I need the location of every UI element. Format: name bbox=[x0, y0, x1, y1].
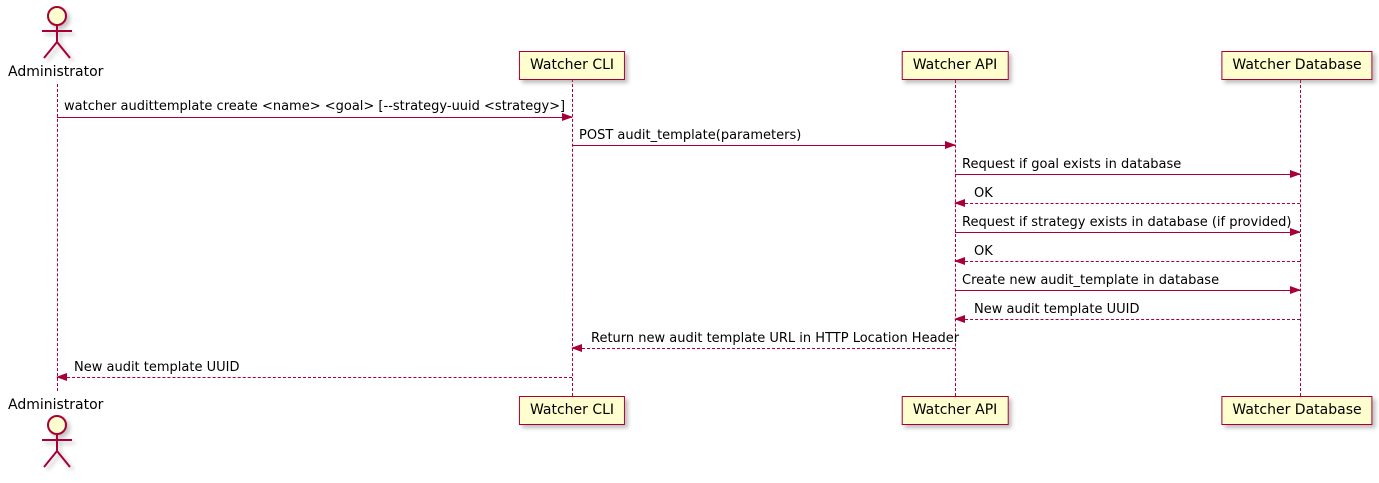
message-label: Return new audit template URL in HTTP Lo… bbox=[591, 331, 960, 346]
message-return-arrow bbox=[571, 344, 955, 352]
arrowhead-right-icon bbox=[1290, 170, 1301, 178]
lifeline-watcher-api bbox=[955, 80, 956, 396]
lifeline-watcher-database bbox=[1300, 80, 1301, 396]
actor-icon bbox=[42, 415, 72, 468]
arrowhead-right-icon bbox=[1290, 286, 1301, 294]
message-label: Request if strategy exists in database (… bbox=[962, 215, 1292, 230]
message-label: POST audit_template(parameters) bbox=[579, 128, 802, 143]
message-label: New audit template UUID bbox=[74, 360, 240, 375]
arrowhead-right-icon bbox=[562, 113, 573, 121]
participant-watcher-cli-top: Watcher CLI bbox=[518, 51, 626, 80]
message-arrow bbox=[955, 228, 1301, 236]
participant-watcher-cli-bottom: Watcher CLI bbox=[518, 396, 626, 425]
message-arrow bbox=[572, 141, 956, 149]
participant-watcher-api-top: Watcher API bbox=[901, 51, 1009, 80]
message-label: OK bbox=[974, 186, 993, 201]
message-label: OK bbox=[974, 244, 993, 259]
participant-watcher-api-bottom: Watcher API bbox=[901, 396, 1009, 425]
message-arrow bbox=[955, 170, 1301, 178]
message-label: watcher audittemplate create <name> <goa… bbox=[64, 99, 566, 114]
lifeline-administrator bbox=[57, 84, 58, 391]
participant-watcher-database-top: Watcher Database bbox=[1221, 51, 1373, 80]
message-arrow bbox=[57, 113, 573, 121]
arrowhead-right-icon bbox=[945, 141, 956, 149]
message-return-arrow bbox=[954, 257, 1300, 265]
message-return-arrow bbox=[954, 315, 1300, 323]
lifeline-watcher-cli bbox=[572, 79, 573, 396]
message-label: Request if goal exists in database bbox=[962, 157, 1182, 172]
participant-watcher-database-bottom: Watcher Database bbox=[1221, 396, 1373, 425]
actor-label-bottom: Administrator bbox=[8, 397, 104, 413]
message-label: Create new audit_template in database bbox=[962, 273, 1220, 288]
arrowhead-right-icon bbox=[1290, 228, 1301, 236]
arrowhead-left-icon bbox=[954, 315, 965, 323]
arrowhead-left-icon bbox=[571, 344, 582, 352]
message-return-arrow bbox=[56, 373, 572, 381]
arrowhead-left-icon bbox=[954, 199, 965, 207]
message-label: New audit template UUID bbox=[974, 302, 1140, 317]
actor-icon bbox=[42, 6, 72, 59]
actor-label-top: Administrator bbox=[8, 64, 104, 80]
message-return-arrow bbox=[954, 199, 1300, 207]
message-arrow bbox=[955, 286, 1301, 294]
arrowhead-left-icon bbox=[954, 257, 965, 265]
arrowhead-left-icon bbox=[56, 373, 67, 381]
